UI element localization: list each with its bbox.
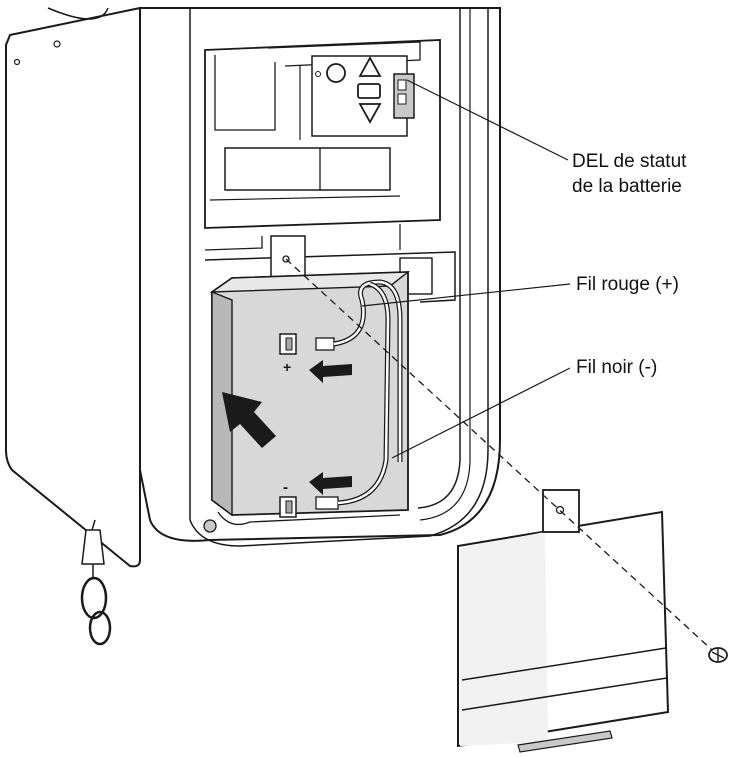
- black-wire: [315, 281, 391, 510]
- black-wire-leader-line: [391, 367, 571, 459]
- led-status-label-line1: DEL de statut: [572, 151, 687, 172]
- opener-side-panel: [5, 6, 141, 568]
- red-wire-leader-line: [361, 283, 571, 307]
- led-status-label: DEL de statut de la batterie: [572, 149, 686, 199]
- battery-cover: [457, 489, 670, 753]
- negative-terminal: -: [279, 479, 297, 518]
- positive-terminal: +: [279, 333, 297, 375]
- led-leader-line: [406, 79, 569, 161]
- screw-icon: [708, 647, 728, 663]
- positive-terminal-mark: +: [283, 359, 291, 375]
- positive-connect-arrow: [309, 360, 352, 383]
- negative-connect-arrow: [309, 472, 352, 495]
- battery-status-led: [393, 73, 415, 119]
- negative-terminal-mark: -: [283, 479, 288, 496]
- red-wire: [315, 279, 403, 462]
- insert-direction-arrow: [222, 392, 276, 448]
- black-wire-label: Fil noir (-): [576, 357, 658, 378]
- led-status-label-line2: de la batterie: [572, 176, 682, 197]
- red-wire-label: Fil rouge (+): [576, 274, 679, 295]
- pull-cord: [80, 519, 112, 646]
- screw-alignment-line: [285, 258, 713, 651]
- button-module: [311, 55, 408, 137]
